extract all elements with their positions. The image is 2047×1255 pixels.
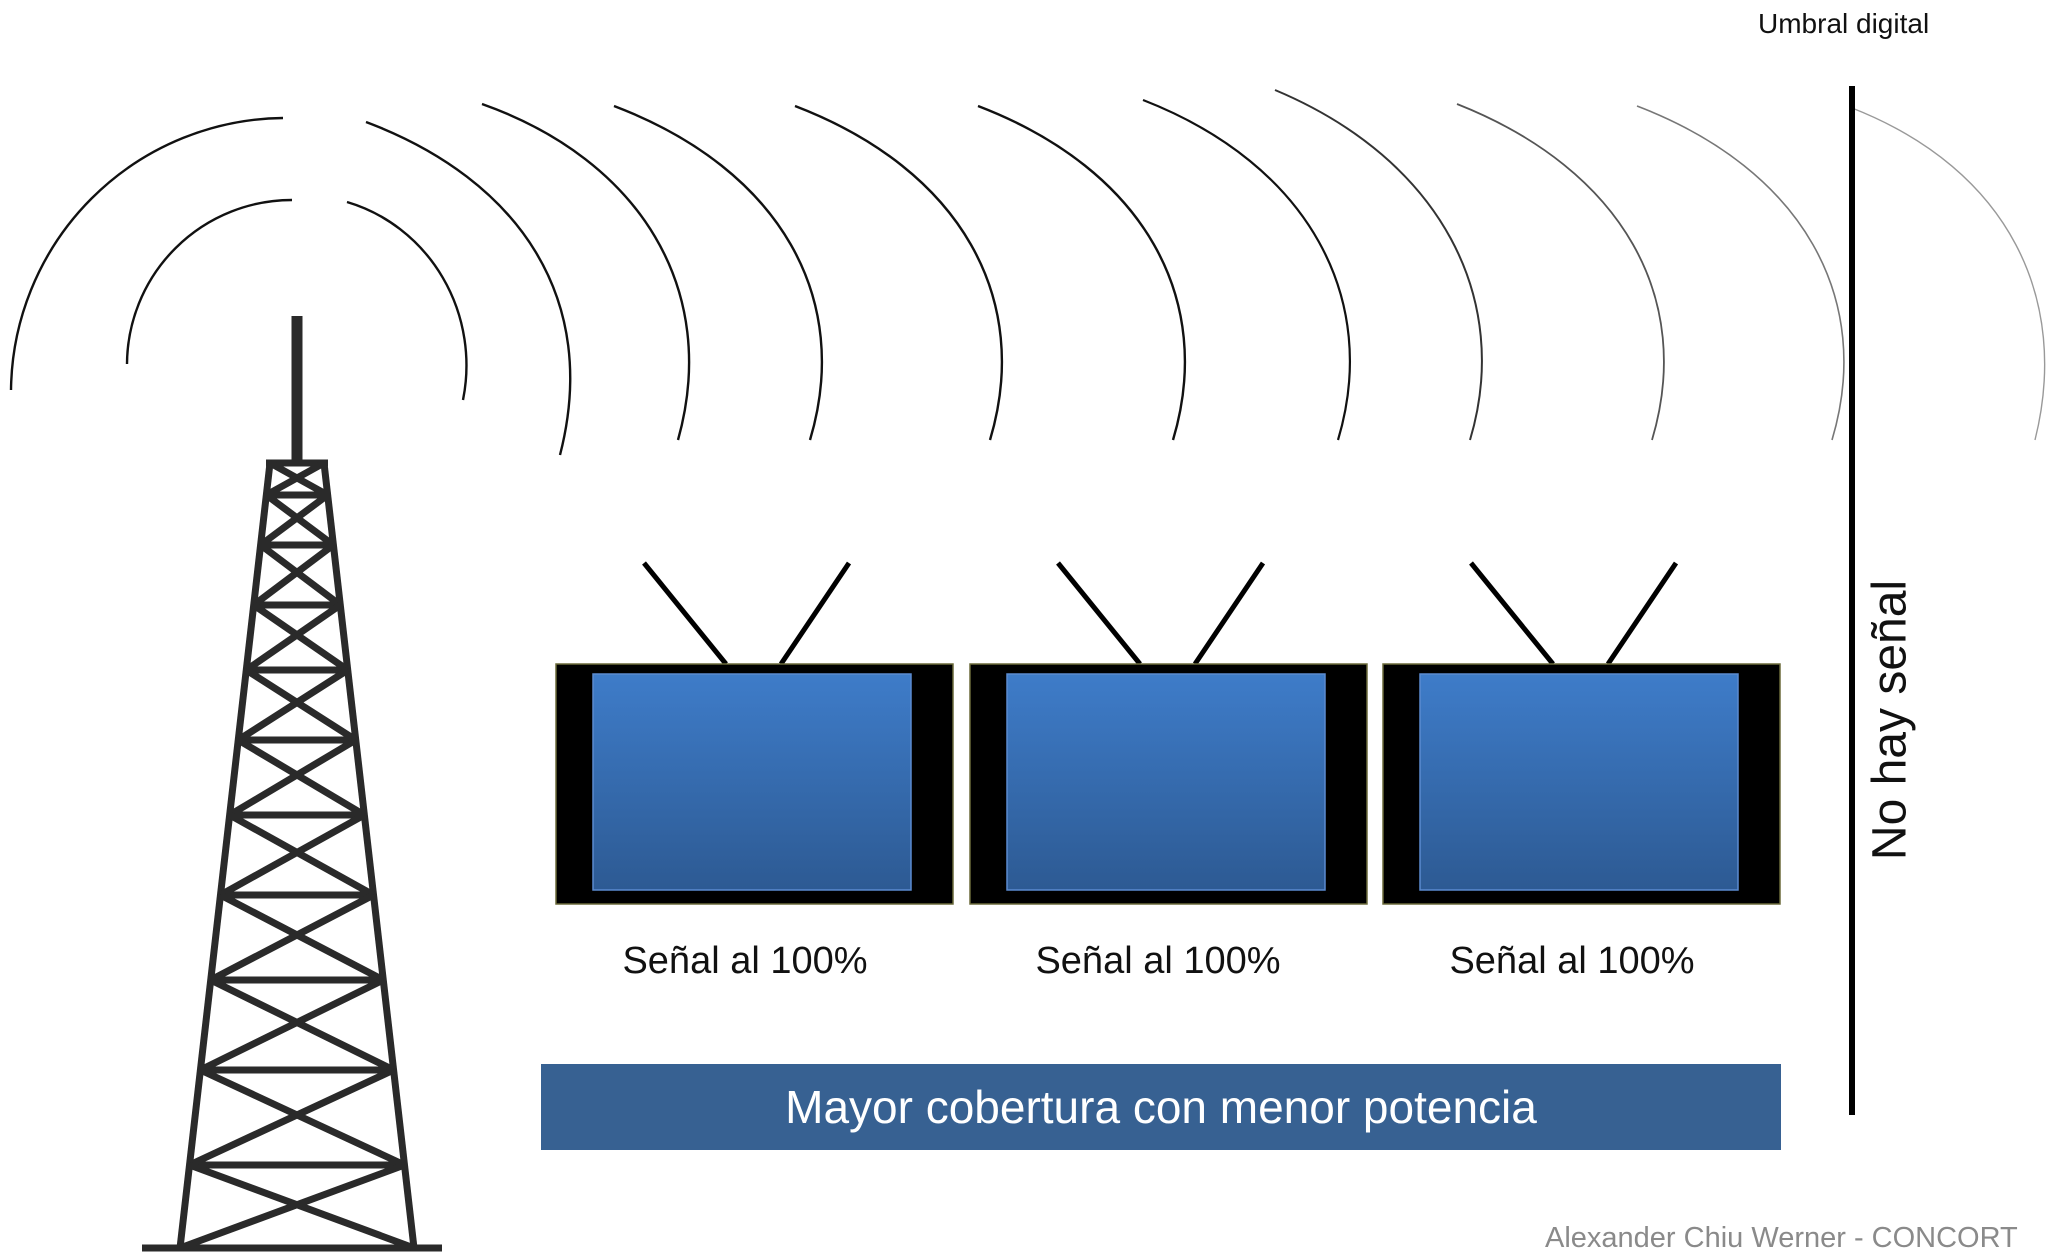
antenna-left <box>1056 561 1142 666</box>
tower-leg-left <box>176 462 274 1249</box>
tower-brace <box>227 736 358 819</box>
tower-brace <box>198 1066 406 1169</box>
antenna-icon <box>1056 561 1266 666</box>
threshold-label: Umbral digital <box>1758 8 1930 39</box>
signal-wave-icon <box>481 102 691 441</box>
banner-text: Mayor cobertura con menor potencia <box>785 1081 1537 1133</box>
signal-wave-icon <box>977 104 1187 441</box>
signal-wave-icon <box>794 104 1004 441</box>
signal-wave-icon <box>1142 98 1351 441</box>
tower-brace <box>227 811 376 899</box>
antenna-left <box>642 561 728 666</box>
tower-brace <box>209 976 396 1074</box>
tower-brace <box>218 891 385 984</box>
tv-screen <box>592 673 912 891</box>
tower-brace <box>218 811 367 899</box>
tower-leg-right <box>320 462 418 1249</box>
tower-brace <box>244 602 343 673</box>
signal-wave-icon <box>125 198 293 365</box>
tower-brace <box>209 891 376 984</box>
no-signal-label: No hay señal <box>1863 579 1917 861</box>
broadcast-tower-icon <box>142 316 442 1252</box>
tv-3-signal-label: Señal al 100% <box>1449 940 1695 982</box>
tower-brace <box>258 492 330 548</box>
antenna-icon <box>1469 561 1679 666</box>
antenna-left <box>1469 561 1555 666</box>
tv-icon <box>555 561 954 905</box>
tower-brace <box>264 459 326 499</box>
signal-wave-icon <box>1456 103 1665 441</box>
signal-wave-icon <box>9 116 284 391</box>
tower-brace <box>236 667 350 743</box>
signal-wave-icon <box>1636 105 1845 441</box>
signal-wave-icon <box>1851 107 2046 441</box>
tower-brace <box>251 602 350 673</box>
tower-brace <box>198 976 385 1074</box>
tower-brace <box>188 1066 396 1169</box>
coverage-banner: Mayor cobertura con menor potencia <box>541 1064 1781 1150</box>
signal-wave-icon <box>365 120 572 456</box>
tower-brace <box>236 736 367 819</box>
tower-brace <box>244 667 358 743</box>
tv-screen <box>1006 673 1326 891</box>
tv-icon <box>1382 561 1781 905</box>
signal-wave-icon <box>1274 89 1483 441</box>
antenna-right <box>778 561 852 666</box>
signal-waves <box>9 89 2046 456</box>
antenna-right <box>1605 561 1679 666</box>
tower-brace <box>258 542 343 608</box>
tv-group <box>555 561 1781 905</box>
antenna-right <box>1192 561 1266 666</box>
tv-1-signal-label: Señal al 100% <box>622 940 868 982</box>
tv-screen <box>1419 673 1739 891</box>
antenna-icon <box>642 561 852 666</box>
tower-brace <box>178 1161 406 1252</box>
tv-icon <box>969 561 1368 905</box>
tv-2-signal-label: Señal al 100% <box>1035 940 1281 982</box>
tower-brace <box>251 542 336 608</box>
signal-wave-icon <box>613 104 824 441</box>
signal-wave-icon <box>346 200 468 401</box>
author-credit: Alexander Chiu Werner - CONCORT <box>1545 1222 2018 1254</box>
